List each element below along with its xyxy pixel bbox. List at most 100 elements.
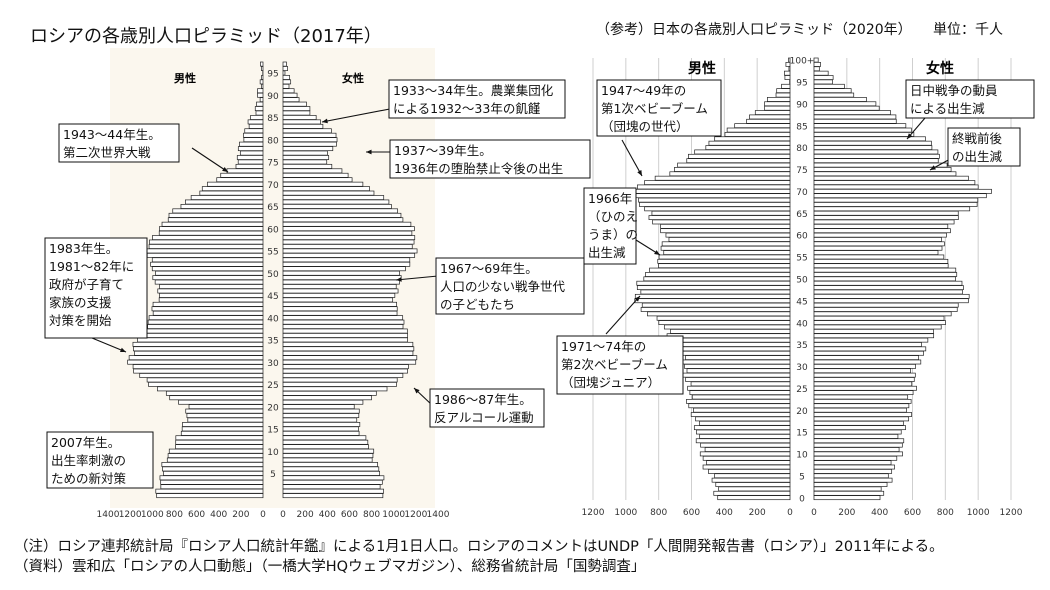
japan-bar-male [634, 298, 791, 304]
annotation-text: 1966年（ひのえうま）の出生減 [588, 191, 638, 260]
russia-age-tick-label: 50 [267, 270, 279, 280]
russia-age-tick-label: 75 [267, 159, 278, 169]
russia-bar-female [282, 297, 394, 303]
japan-bar-male [749, 114, 791, 120]
russia-x-tick-label: 1400 [97, 510, 120, 520]
japan-bar-female [813, 407, 907, 413]
russia-x-tick-label: 800 [166, 510, 183, 520]
russia-bar-female [282, 457, 373, 463]
russia-bar-male [157, 288, 264, 294]
japan-bar-male [647, 311, 791, 317]
japan-bar-female [813, 97, 867, 102]
russia-bar-male [149, 239, 264, 245]
japan-age-tick-label: 5 [799, 472, 805, 482]
russia-bar-female [282, 448, 375, 454]
russia-bar-male [167, 453, 264, 459]
russia-bar-male [261, 83, 264, 89]
annotation-arrowhead [322, 118, 328, 124]
russia-bar-female [282, 235, 416, 241]
russia-bar-female [282, 261, 411, 267]
japan-bar-male [686, 368, 791, 374]
russia-bar-male [158, 297, 264, 303]
russia-bar-male [188, 404, 264, 410]
russia-age-tick-label: 70 [267, 181, 279, 191]
russia-bar-male [148, 244, 264, 249]
japan-bar-male [754, 110, 791, 115]
japan-bar-male [656, 315, 791, 321]
russia-bar-female [282, 257, 411, 263]
japan-bar-male [658, 320, 791, 326]
japan-bar-female [813, 267, 957, 273]
japan-bar-male [702, 455, 791, 461]
russia-age-tick-label: 60 [267, 225, 279, 235]
russia-bar-female [282, 435, 367, 441]
russia-bar-male [260, 61, 264, 67]
russia-x-tick-label: 400 [210, 510, 227, 520]
russia-bar-female [282, 346, 415, 352]
russia-bar-male [162, 466, 264, 472]
japan-bar-female [813, 311, 952, 317]
japan-age-tick-label: 30 [796, 363, 808, 373]
annotation-text-line: 日中戦争の動員 [910, 83, 998, 98]
japan-x-tick-label: 400 [716, 508, 733, 518]
japan-bar-male [699, 451, 791, 457]
russia-bar-male [168, 448, 264, 454]
japan-bar-female [813, 342, 922, 347]
russia-bar-female [282, 115, 317, 120]
japan-bar-male [643, 276, 791, 282]
japan-bar-female [813, 228, 951, 234]
annotation-box [556, 335, 684, 395]
japan-bar-male [690, 381, 791, 387]
japan-bar-female [813, 232, 947, 238]
russia-bar-male [257, 92, 264, 98]
russia-bar-female [282, 488, 384, 494]
russia-bar-female [282, 439, 369, 445]
russia-bar-male [133, 368, 264, 374]
japan-bar-female [813, 184, 979, 190]
japan-x-tick-label: 0 [787, 508, 793, 518]
russia-age-tick-label: 80 [267, 136, 279, 146]
japan-bar-female [813, 237, 942, 242]
japan-bar-male [670, 328, 791, 334]
japan-bar-female [813, 88, 852, 94]
annotation-text-line: 対策を開始 [49, 313, 112, 328]
russia-bar-female [282, 466, 380, 472]
japan-bar-female [813, 62, 821, 67]
japan-bar-male [674, 167, 791, 172]
japan-bar-female [813, 324, 942, 330]
russia-age-tick-label: 90 [267, 92, 279, 102]
annotation-text-line: 1983年生。 [49, 241, 118, 256]
annotation-text-line: 1937～39年生。 [394, 143, 492, 158]
japan-bar-male [713, 490, 791, 496]
japan-bar-male [705, 145, 791, 150]
russia-bar-female [282, 97, 300, 103]
annotation-box [389, 139, 591, 179]
russia-bar-female [282, 119, 321, 125]
russia-bar-male [127, 359, 264, 365]
russia-bar-male [186, 413, 264, 418]
russia-bar-female [282, 217, 404, 223]
annotation-box [44, 237, 148, 339]
japan-bar-male [649, 267, 791, 273]
russia-bar-female [282, 275, 402, 281]
annotation-leader-line [605, 295, 641, 335]
russia-bar-female [282, 417, 358, 423]
japan-bar-male [688, 153, 791, 159]
russia-bar-female [282, 141, 337, 147]
japan-bar-female [813, 105, 880, 111]
japan-bar-female [813, 114, 897, 120]
russia-x-tick-label: 0 [280, 510, 286, 520]
russia-bar-female [282, 395, 372, 401]
annotation-text: 1983年生。1981～82年に政府が子育て家族の支援対策を開始 [49, 241, 134, 328]
russia-bar-female [282, 426, 359, 432]
japan-bar-female [813, 162, 948, 168]
russia-bar-male [175, 444, 264, 450]
russia-bar-female [282, 333, 408, 338]
japan-bar-male [645, 272, 791, 277]
japan-bar-male [691, 394, 791, 400]
russia-bar-female [282, 172, 349, 178]
annotation-text-line: による1932～33年の飢饉 [393, 101, 540, 116]
japan-age-tick-label: 40 [796, 319, 808, 329]
russia-bar-female [282, 230, 413, 236]
annotation-text-line: 1971～74年の [561, 339, 646, 354]
